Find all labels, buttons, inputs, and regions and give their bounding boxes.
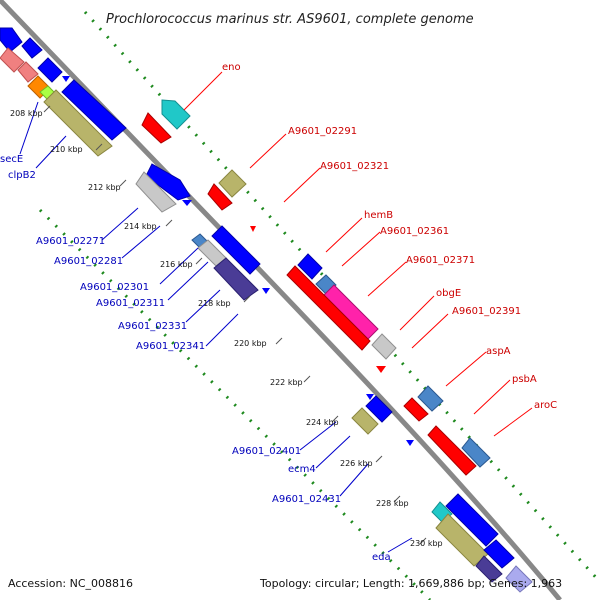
tick-label-210: 210 kbp: [50, 145, 83, 154]
label-aspA[interactable]: aspA: [486, 346, 511, 357]
gene-eno-red[interactable]: [141, 112, 172, 144]
label-a9601-02391[interactable]: A9601_02391: [452, 306, 521, 317]
gene-ecm4[interactable]: [365, 395, 393, 423]
tick-label-218: 218 kbp: [198, 299, 231, 308]
gene-aspA[interactable]: [417, 385, 444, 412]
gc-dots-inner: [38, 208, 432, 600]
gene-obgE[interactable]: [371, 333, 397, 360]
gene-a9601-02271-marker[interactable]: [182, 200, 192, 206]
gene-ecm4-marker[interactable]: [366, 394, 374, 400]
label-a9601-02401[interactable]: A9601_02401: [232, 446, 301, 457]
accession-text: Accession: NC_008816: [8, 577, 133, 590]
gene-bottom-lavender[interactable]: [505, 565, 533, 593]
tick-label-214: 214 kbp: [124, 222, 157, 231]
gene-small-red-marker[interactable]: [250, 226, 256, 232]
gene-a9601-02321[interactable]: [207, 183, 233, 211]
tick-label-216: 216 kbp: [160, 260, 193, 269]
label-psbA[interactable]: psbA: [512, 374, 537, 385]
label-a9601-02321[interactable]: A9601_02321: [320, 161, 389, 172]
gene-a9601-02431[interactable]: [406, 440, 414, 446]
tick-marks: [43, 105, 427, 545]
gene-a9601-02281[interactable]: [135, 171, 177, 213]
label-obgE[interactable]: obgE: [436, 288, 461, 299]
label-a9601-02291[interactable]: A9601_02291: [288, 126, 357, 137]
gene-psbA[interactable]: [461, 437, 491, 468]
label-a9601-02281[interactable]: A9601_02281: [54, 256, 123, 267]
gene-bottom-blue[interactable]: [483, 539, 515, 569]
forward-leader-lines: [183, 71, 533, 437]
tick-label-230: 230 kbp: [410, 539, 443, 548]
label-secE[interactable]: secE: [0, 154, 23, 165]
label-aroC[interactable]: aroC: [534, 400, 557, 411]
reverse-strand-genes: [0, 27, 533, 593]
gene-top-pink-2[interactable]: [17, 61, 39, 83]
gene-top-pink[interactable]: [0, 47, 25, 73]
tick-label-228: 228 kbp: [376, 499, 409, 508]
label-a9601-02271[interactable]: A9601_02271: [36, 236, 105, 247]
label-clpB2[interactable]: clpB2: [8, 170, 36, 181]
label-hemB[interactable]: hemB: [364, 210, 393, 221]
gene-blue-long[interactable]: [61, 79, 127, 141]
gene-a9601-02341[interactable]: [213, 257, 259, 301]
gene-a9601-02401[interactable]: [351, 407, 379, 435]
gene-top-marker[interactable]: [62, 76, 70, 82]
backbone: [0, 0, 562, 600]
tick-label-212: 212 kbp: [88, 183, 121, 192]
gene-a9601-02391[interactable]: [376, 366, 386, 373]
label-a9601-02331[interactable]: A9601_02331: [118, 321, 187, 332]
gene-aspA-red[interactable]: [403, 397, 429, 422]
map-title: Prochlorococcus marinus str. AS9601, com…: [106, 12, 474, 27]
gene-eno[interactable]: [161, 99, 191, 130]
gene-red-long[interactable]: [286, 265, 371, 351]
tick-label-226: 226 kbp: [340, 459, 373, 468]
gene-top-blue-1[interactable]: [0, 27, 23, 53]
gene-top-blue-3[interactable]: [37, 57, 63, 83]
label-a9601-02361[interactable]: A9601_02361: [380, 226, 449, 237]
gene-eda[interactable]: [435, 513, 489, 567]
tick-label-208: 208 kbp: [10, 109, 43, 118]
gene-top-blue-2[interactable]: [21, 37, 43, 59]
gene-bottom-navy[interactable]: [475, 555, 503, 583]
gene-a9601-02331[interactable]: [211, 225, 261, 275]
topology-text: Topology: circular; Length: 1,669,886 bp…: [259, 577, 562, 590]
reverse-leader-lines: [19, 101, 413, 553]
gene-aroC[interactable]: [427, 425, 477, 476]
label-eda[interactable]: eda: [372, 552, 391, 563]
gene-a9601-02271[interactable]: [145, 163, 191, 201]
label-a9601-02431[interactable]: A9601_02431: [272, 494, 341, 505]
tick-label-222: 222 kbp: [270, 378, 303, 387]
gene-hemB[interactable]: [297, 253, 323, 280]
gene-a9601-02341-marker[interactable]: [262, 288, 270, 294]
label-a9601-02371[interactable]: A9601_02371: [406, 255, 475, 266]
tick-label-224: 224 kbp: [306, 418, 339, 427]
gene-a9601-02291[interactable]: [218, 169, 247, 198]
gene-eda-blue[interactable]: [445, 493, 499, 547]
label-a9601-02311[interactable]: A9601_02311: [96, 298, 165, 309]
label-a9601-02301[interactable]: A9601_02301: [80, 282, 149, 293]
tick-label-220: 220 kbp: [234, 339, 267, 348]
label-eno[interactable]: eno: [222, 62, 241, 73]
label-ecm4[interactable]: ecm4: [288, 464, 316, 475]
gene-clpB2[interactable]: [43, 89, 113, 157]
label-a9601-02341[interactable]: A9601_02341: [136, 341, 205, 352]
forward-strand-genes: [141, 99, 491, 476]
